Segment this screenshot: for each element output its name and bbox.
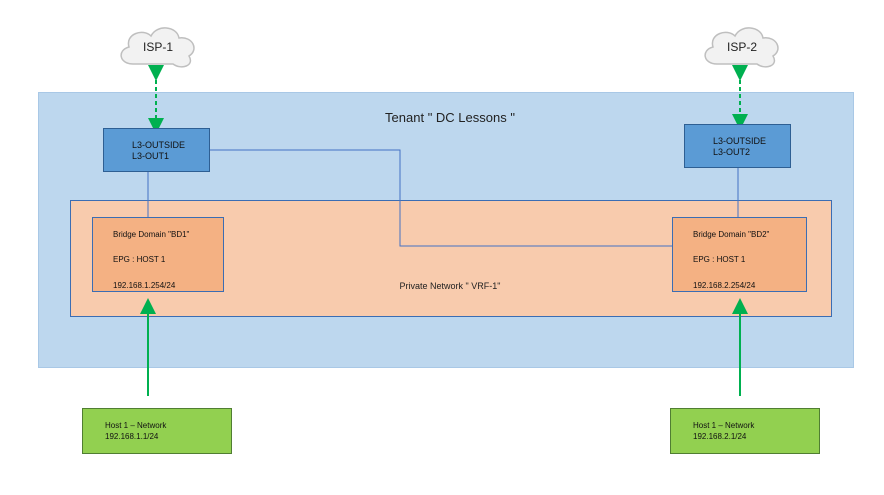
bd1-name: Bridge Domain "BD1" [113,230,190,239]
bd1-gateway: 192.168.1.254/24 [113,281,176,290]
cloud-icon [120,27,195,68]
bd1-epg: EPG : HOST 1 [113,255,166,264]
l3-out2-line1: L3-OUTSIDE [713,136,767,146]
l3-out2-box: L3-OUTSIDE L3-OUT2 [684,124,791,168]
host-2-line2: 192.168.2.1/24 [693,432,747,441]
bd2-gateway: 192.168.2.254/24 [693,281,756,290]
bridge-domain-bd2: Bridge Domain "BD2" EPG : HOST 1 192.168… [672,217,807,292]
bd2-epg: EPG : HOST 1 [693,255,746,264]
l3-out2-line2: L3-OUT2 [713,147,751,157]
host-1-network-box: Host 1 – Network 192.168.1.1/24 [82,408,232,454]
l3-out1-box: L3-OUTSIDE L3-OUT1 [103,128,210,172]
host-2-line1: Host 1 – Network [693,421,755,430]
l3-out1-line2: L3-OUT1 [132,151,170,161]
isp-2-cloud: ISP-2 [697,18,787,74]
isp-1-cloud: ISP-1 [113,18,203,74]
l3-out1-line1: L3-OUTSIDE [132,140,186,150]
vrf-label: Private Network " VRF-1" [399,281,501,291]
link-l3out1-bd2 [210,149,672,247]
host-1-line1: Host 1 – Network [105,421,167,430]
bd2-name: Bridge Domain "BD2" [693,230,770,239]
tenant-title: Tenant " DC Lessons " [385,110,515,125]
cloud-icon [704,27,779,68]
isp-2-label: ISP-2 [726,40,757,54]
isp-1-label: ISP-1 [142,40,173,54]
host-2-network-box: Host 1 – Network 192.168.2.1/24 [670,408,820,454]
bridge-domain-bd1: Bridge Domain "BD1" EPG : HOST 1 192.168… [92,217,224,292]
host-1-line2: 192.168.1.1/24 [105,432,159,441]
